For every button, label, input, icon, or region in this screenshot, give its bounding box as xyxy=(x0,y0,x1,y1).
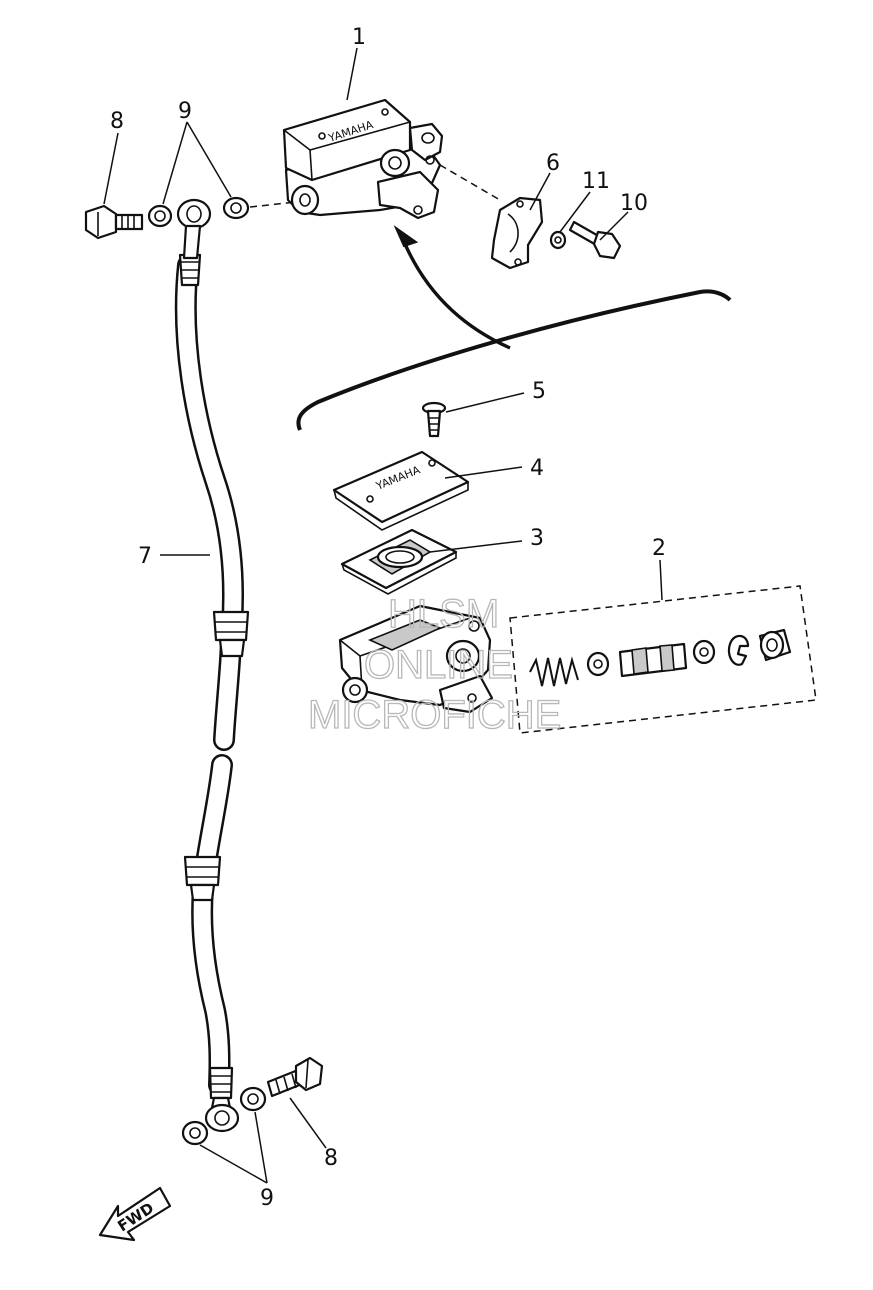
reservoir-cap: YAMAHA xyxy=(332,450,470,531)
callout-3: 3 xyxy=(530,526,544,551)
brake-hose xyxy=(174,198,250,1133)
diaphragm xyxy=(340,528,458,595)
piston-kit-box xyxy=(509,585,817,734)
banjo-bolt-bottom xyxy=(266,1056,324,1098)
callout-8-top: 8 xyxy=(110,109,124,134)
callout-2: 2 xyxy=(652,536,666,561)
callout-10: 10 xyxy=(620,191,648,216)
callout-labels: 1 2 3 4 5 6 7 8 9 10 11 8 9 xyxy=(110,25,666,1211)
cap-screw xyxy=(421,401,447,438)
callout-9-top: 9 xyxy=(178,99,192,124)
sealing-washer-top-left xyxy=(147,204,173,228)
callout-1: 1 xyxy=(352,25,366,50)
piston-kit xyxy=(529,628,792,687)
banjo-bolt-top xyxy=(84,204,144,240)
callout-11: 11 xyxy=(582,169,610,194)
watermark: HLSM ONLINE MICROFICHE xyxy=(307,591,562,737)
leader-lines xyxy=(103,47,663,1184)
callout-9-bottom: 9 xyxy=(260,1186,274,1211)
watermark-line-1: HLSM xyxy=(388,592,499,636)
sealing-washer-bottom-right xyxy=(239,1086,267,1112)
forward-direction-arrow: FWD xyxy=(98,1186,172,1242)
master-cylinder-body xyxy=(338,604,494,714)
callout-7: 7 xyxy=(138,544,152,569)
sealing-washer-top-right xyxy=(222,196,250,220)
callout-6: 6 xyxy=(546,151,560,176)
master-cylinder-assembly: YAMAHA xyxy=(282,98,444,220)
pointer-arrowhead xyxy=(393,225,419,248)
callout-8-bottom: 8 xyxy=(324,1146,338,1171)
callout-5: 5 xyxy=(532,379,546,404)
watermark-line-2: ONLINE xyxy=(364,643,513,687)
holder-washer xyxy=(549,230,567,250)
handlebar-holder xyxy=(490,196,544,270)
watermark-line-3: MICROFICHE xyxy=(308,693,561,737)
sealing-washer-bottom-left xyxy=(181,1120,209,1146)
callout-4: 4 xyxy=(530,456,544,481)
